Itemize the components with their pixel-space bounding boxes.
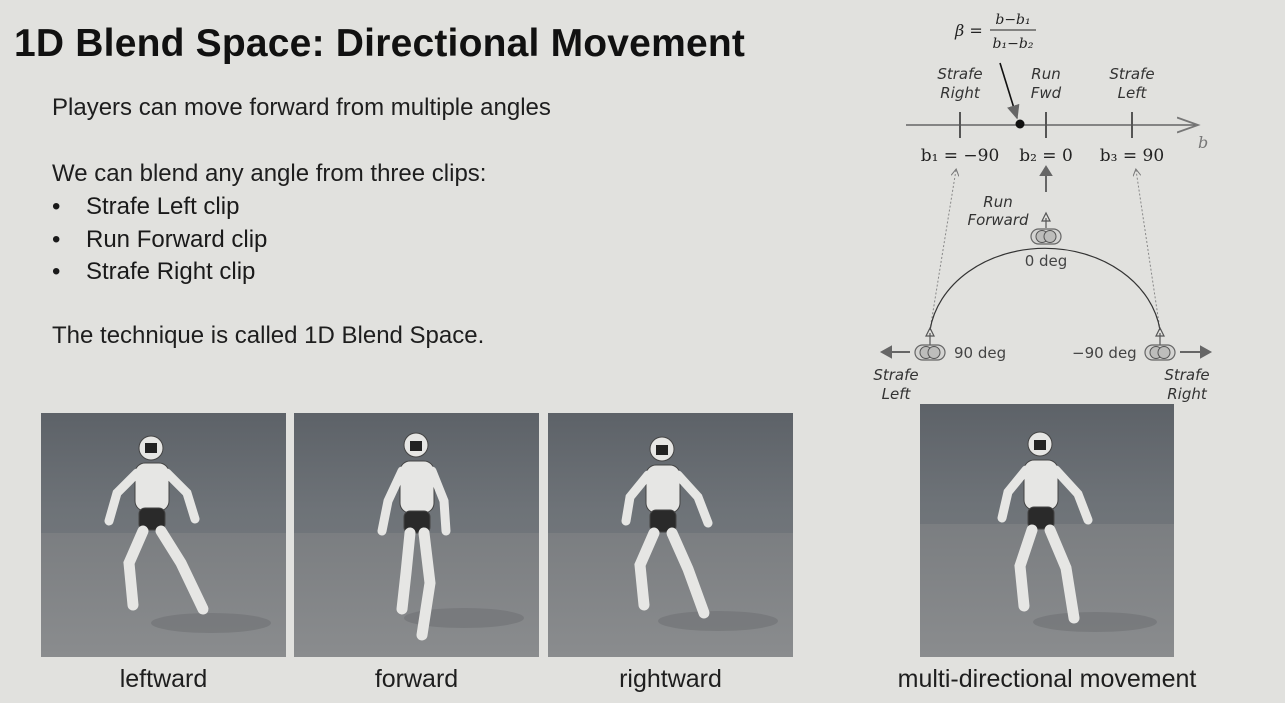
toggle-node-right-icon (1144, 344, 1176, 361)
conclusion-text: The technique is called 1D Blend Space. (52, 322, 485, 349)
right-deg-label: −90 deg (1072, 344, 1137, 362)
svg-text:Left: Left (1118, 84, 1148, 102)
strafe-left-label: Strafe Left (873, 366, 918, 403)
axis-tick-labels: b₁ = −90 b₂ = 0 b₃ = 90 (921, 146, 1165, 166)
small-up-arrow-icon (1041, 211, 1051, 228)
blend-space-diagram: β = b−b₁ b₁−b₂ Strafe Right Run Fwd Stra… (873, 12, 1213, 403)
axis-variable-label: b (1198, 133, 1208, 152)
svg-text:Left: Left (882, 385, 912, 403)
svg-text:b₁ = −90: b₁ = −90 (921, 146, 1000, 166)
small-up-arrow-icon (1155, 326, 1165, 345)
dotted-arrow-right (1136, 170, 1161, 331)
slide-title: 1D Blend Space: Directional Movement (14, 22, 746, 65)
svg-text:b₁−b₂: b₁−b₂ (993, 36, 1034, 52)
blend-point-marker (1015, 119, 1025, 129)
svg-text:b₃ = 90: b₃ = 90 (1100, 146, 1164, 166)
svg-text:b₂ = 0: b₂ = 0 (1019, 146, 1073, 166)
clip-list: •Strafe Left clip •Run Forward clip •Str… (52, 192, 267, 290)
lead-text: We can blend any angle from three clips: (52, 160, 487, 187)
robot-figure-icon (104, 435, 271, 633)
svg-text:Strafe: Strafe (937, 65, 982, 83)
leftward-image (41, 413, 286, 657)
small-up-arrow-icon (925, 326, 935, 345)
blend-arc (929, 247, 1161, 331)
svg-text:b−b₁: b−b₁ (995, 12, 1030, 28)
leftward-caption: leftward (119, 665, 208, 693)
svg-text:Right: Right (940, 84, 981, 102)
multi-directional-image (920, 404, 1174, 657)
formula-pointer-arrow (999, 62, 1020, 120)
svg-text:Strafe: Strafe (1164, 366, 1209, 384)
list-item: •Strafe Right clip (52, 258, 256, 285)
left-deg-label: 90 deg (954, 344, 1006, 362)
strafe-right-label: Strafe Right (1164, 366, 1209, 403)
list-item: •Strafe Left clip (52, 193, 240, 220)
up-arrow-icon (1039, 165, 1053, 192)
beta-formula: β = b−b₁ b₁−b₂ (954, 12, 1036, 52)
svg-text:Strafe: Strafe (873, 366, 918, 384)
intro-text: Players can move forward from multiple a… (52, 94, 551, 121)
svg-text:Fwd: Fwd (1031, 84, 1062, 102)
forward-image (294, 413, 539, 657)
toggle-node-left-icon (914, 344, 946, 361)
robot-figure-icon (377, 432, 524, 641)
robot-figure-icon (997, 431, 1157, 632)
svg-text:Run: Run (983, 193, 1012, 211)
svg-text:Forward: Forward (967, 211, 1029, 229)
list-item: •Run Forward clip (52, 225, 268, 253)
robot-figure-icon (621, 436, 778, 631)
svg-text:Right: Right (1167, 385, 1208, 403)
svg-text:β =: β = (954, 21, 983, 40)
axis-clip-labels: Strafe Right Run Fwd Strafe Left (937, 65, 1154, 102)
rightward-caption: rightward (619, 665, 722, 693)
run-forward-label: Run Forward (967, 193, 1029, 229)
left-arrow-icon (879, 345, 910, 359)
svg-text:Strafe: Strafe (1109, 65, 1154, 83)
rightward-image (548, 413, 793, 657)
multi-directional-caption: multi-directional movement (897, 665, 1197, 693)
toggle-node-top-icon (1030, 228, 1062, 245)
svg-text:Run: Run (1031, 65, 1060, 83)
forward-caption: forward (374, 665, 459, 693)
dotted-arrow-left (929, 170, 956, 331)
right-arrow-icon (1180, 345, 1213, 359)
top-deg-label: 0 deg (1025, 252, 1068, 270)
